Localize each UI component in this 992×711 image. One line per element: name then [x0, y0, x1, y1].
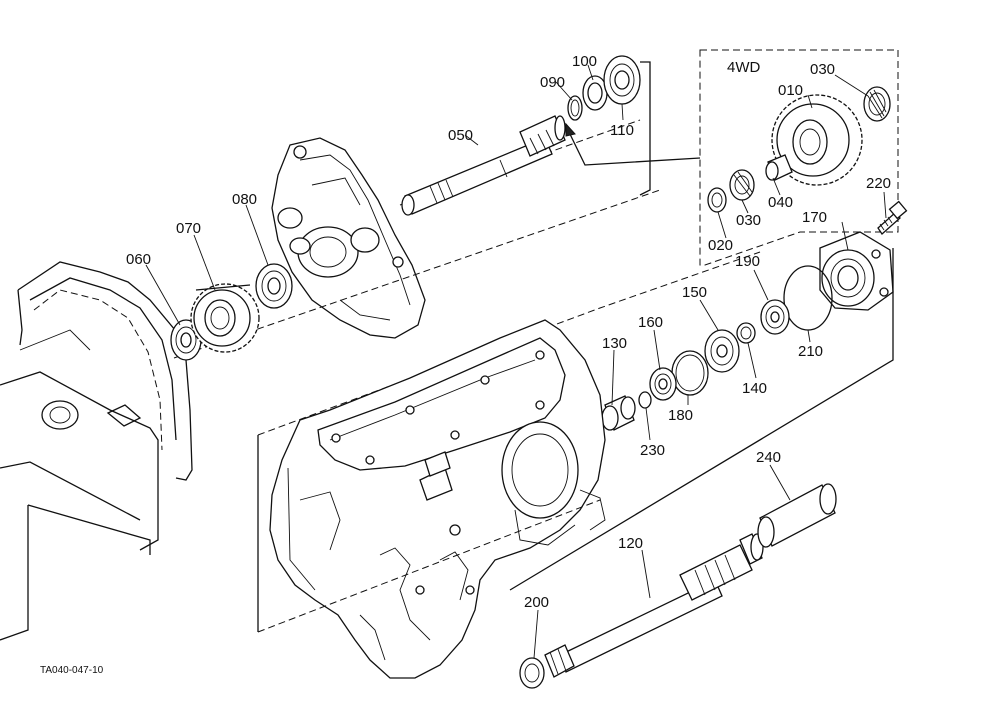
bearing-110 — [603, 55, 641, 105]
bearing-030-upper — [863, 86, 891, 122]
flange-housing-170 — [819, 231, 894, 311]
gear-070 — [190, 283, 260, 353]
group-label-4wd: 4WD — [727, 59, 761, 76]
gear-010 — [771, 94, 863, 186]
bearing-160 — [649, 367, 677, 401]
callout-050: 050 — [448, 127, 473, 144]
callout-110: 110 — [610, 122, 634, 139]
left-housing — [0, 261, 193, 641]
snap-ring-090 — [567, 95, 583, 121]
alignment-line-main — [257, 499, 601, 633]
4wd-group-outline — [699, 49, 899, 266]
o-ring-210 — [783, 265, 833, 331]
bracket-line-a — [639, 61, 651, 196]
callout-030-upper: 030 — [810, 61, 835, 78]
callout-070: 070 — [176, 220, 201, 237]
pipe-240 — [757, 483, 837, 548]
bearing-190 — [760, 299, 790, 335]
seal-200 — [519, 657, 545, 689]
shaft-120 — [544, 533, 764, 678]
ring-230 — [638, 391, 652, 409]
4wd-arrow — [565, 122, 701, 166]
callout-130: 130 — [602, 335, 627, 352]
callout-140: 140 — [742, 380, 767, 397]
callout-160: 160 — [638, 314, 663, 331]
upper-cover-housing — [271, 137, 426, 339]
bearing-100 — [582, 75, 608, 111]
callout-180: 180 — [668, 407, 693, 424]
callout-200: 200 — [524, 594, 549, 611]
bolt-220 — [877, 200, 908, 235]
callout-020: 020 — [708, 237, 733, 254]
drawing-code: TA040-047-10 — [40, 665, 104, 676]
collar-140 — [736, 322, 756, 344]
callout-150: 150 — [682, 284, 707, 301]
bearing-150 — [704, 329, 740, 373]
snap-ring-180 — [671, 350, 709, 396]
callout-040: 040 — [768, 194, 793, 211]
alignment-line-upper — [173, 189, 661, 359]
callout-220: 220 — [866, 175, 891, 192]
leader-lines — [145, 64, 887, 659]
callout-120: 120 — [618, 535, 643, 552]
callout-060: 060 — [126, 251, 151, 268]
callout-030-lower: 030 — [736, 212, 761, 229]
callout-210: 210 — [798, 343, 823, 360]
callout-080: 080 — [232, 191, 257, 208]
callout-090: 090 — [540, 74, 565, 91]
bracket-line-b — [509, 248, 894, 591]
callout-100: 100 — [572, 53, 597, 70]
bearing-080 — [255, 263, 293, 309]
callout-010: 010 — [778, 82, 803, 99]
callout-230: 230 — [640, 442, 665, 459]
callout-labels: 4WD 010 030 040 030 020 050 060 070 080 … — [40, 53, 891, 676]
shaft-050 — [401, 115, 566, 216]
callout-240: 240 — [756, 449, 781, 466]
bearing-030-lower — [729, 169, 755, 201]
washer-020 — [707, 187, 727, 213]
main-transmission-housing — [269, 319, 606, 679]
callout-190: 190 — [735, 253, 760, 270]
collar-040 — [765, 154, 793, 181]
callout-170: 170 — [802, 209, 827, 226]
sleeve-130 — [601, 395, 636, 431]
